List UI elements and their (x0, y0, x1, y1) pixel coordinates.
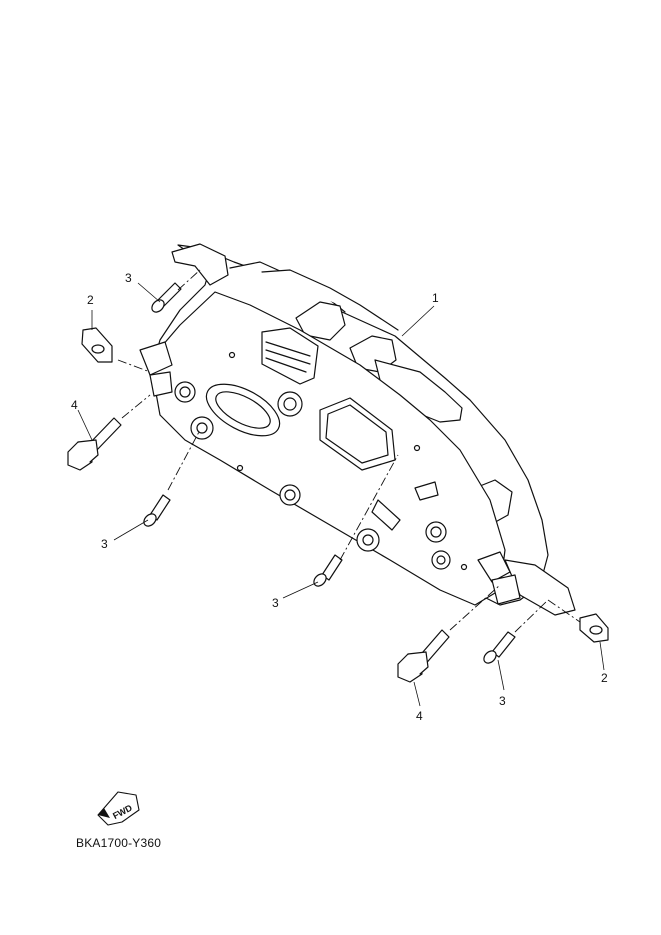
screw-top-left (151, 282, 182, 313)
callout-3-center: 3 (272, 596, 279, 610)
bolt-left (67, 417, 122, 471)
callout-1: 1 (432, 291, 439, 305)
screw-center (313, 554, 343, 587)
callout-4-left: 4 (71, 398, 78, 412)
diagram-code: BKA1700-Y360 (76, 836, 162, 850)
fwd-arrow-icon: FWD (97, 791, 140, 826)
callout-3-bottom-right: 3 (499, 694, 506, 708)
screw-bottom-right (483, 631, 516, 664)
callout-3-left: 3 (101, 537, 108, 551)
clip-nut-right (579, 613, 609, 643)
meter-assembly (139, 243, 576, 616)
callout-3-top-left: 3 (125, 271, 132, 285)
clip-nut-left (81, 327, 113, 363)
screw-left (143, 494, 171, 527)
callout-4-right: 4 (416, 709, 423, 723)
callout-2-left: 2 (87, 293, 94, 307)
bolt-right (397, 629, 450, 683)
callout-2-right: 2 (601, 671, 608, 685)
